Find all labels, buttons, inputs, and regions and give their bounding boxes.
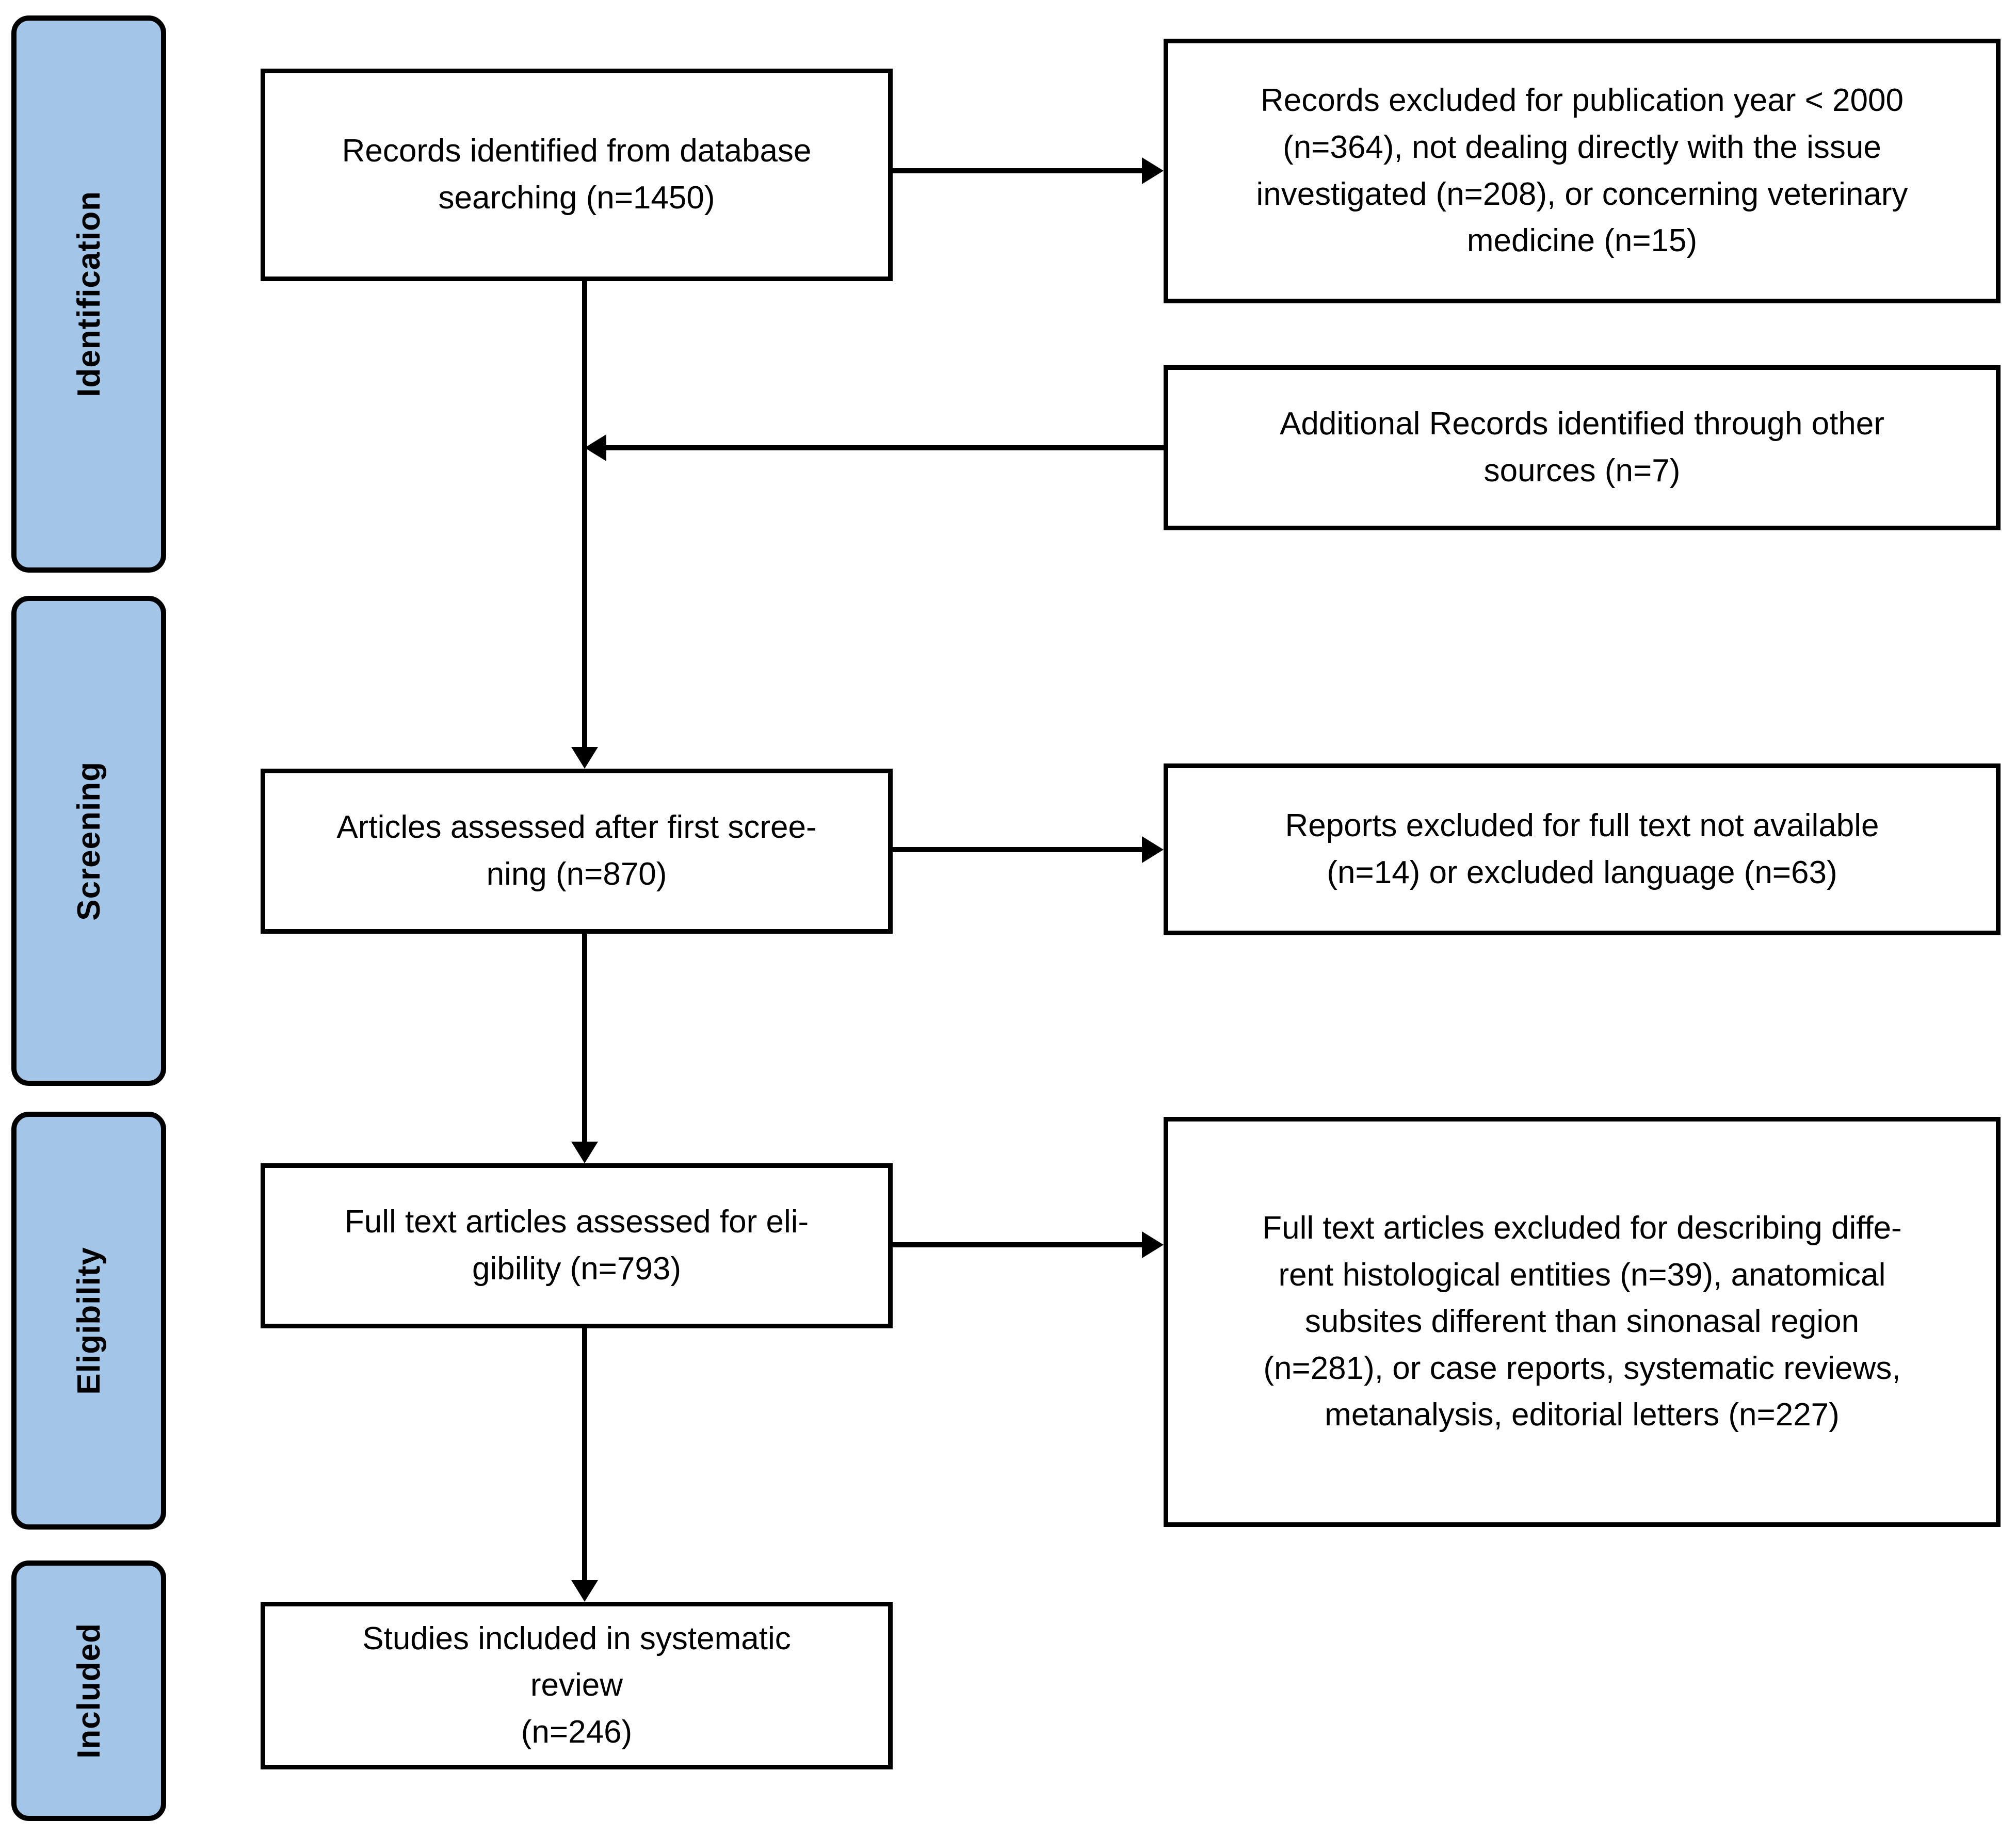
connector-screening-to-eligibility (582, 934, 587, 1143)
stage-screening-label: Screening (71, 761, 107, 921)
node-articles-first-screening-text: Articles assessed after first scree- nin… (336, 809, 817, 892)
connector-identified-to-screening (582, 281, 587, 748)
stage-identification-label: Identification (71, 191, 107, 397)
stage-eligibility-label: Eligibility (71, 1246, 107, 1395)
node-additional-records-text: Additional Records identified through ot… (1280, 406, 1884, 489)
arrowhead-eligibility-to-included (571, 1580, 598, 1602)
node-records-excluded: Records excluded for publication year < … (1164, 39, 2001, 303)
stage-included-label: Included (71, 1623, 107, 1759)
stage-screening: Screening (11, 596, 166, 1086)
connector-identified-to-excluded (893, 168, 1143, 173)
arrowhead-identified-to-screening (571, 747, 598, 769)
connector-eligibility-to-fulltext-excluded (893, 1242, 1143, 1247)
node-studies-included: Studies included in systematic review (n… (261, 1602, 893, 1769)
node-full-text-assessed: Full text articles assessed for eli- gib… (261, 1163, 893, 1328)
connector-screening-to-reports-excluded (893, 847, 1143, 852)
stage-included: Included (11, 1560, 166, 1821)
connector-additional-to-trunk (606, 445, 1166, 450)
arrowhead-screening-to-reports-excluded (1142, 836, 1164, 863)
node-full-text-excluded: Full text articles excluded for describi… (1164, 1117, 2001, 1527)
arrowhead-screening-to-eligibility (571, 1142, 598, 1163)
arrowhead-additional-to-trunk (585, 434, 606, 461)
node-reports-excluded-text: Reports excluded for full text not avail… (1285, 807, 1879, 890)
stage-identification: Identification (11, 15, 166, 573)
node-full-text-excluded-text: Full text articles excluded for describi… (1262, 1210, 1902, 1433)
node-studies-included-text: Studies included in systematic review (n… (362, 1620, 791, 1750)
arrowhead-identified-to-excluded (1142, 157, 1164, 184)
stage-eligibility: Eligibility (11, 1112, 166, 1530)
node-records-identified-text: Records identified from database searchi… (342, 133, 812, 216)
node-additional-records: Additional Records identified through ot… (1164, 365, 2001, 530)
node-records-excluded-text: Records excluded for publication year < … (1256, 83, 1908, 259)
arrowhead-eligibility-to-fulltext-excluded (1142, 1231, 1164, 1258)
connector-eligibility-to-included (582, 1328, 587, 1581)
node-reports-excluded: Reports excluded for full text not avail… (1164, 763, 2001, 935)
node-records-identified: Records identified from database searchi… (261, 69, 893, 281)
node-full-text-assessed-text: Full text articles assessed for eli- gib… (344, 1204, 809, 1287)
node-articles-first-screening: Articles assessed after first scree- nin… (261, 769, 893, 934)
